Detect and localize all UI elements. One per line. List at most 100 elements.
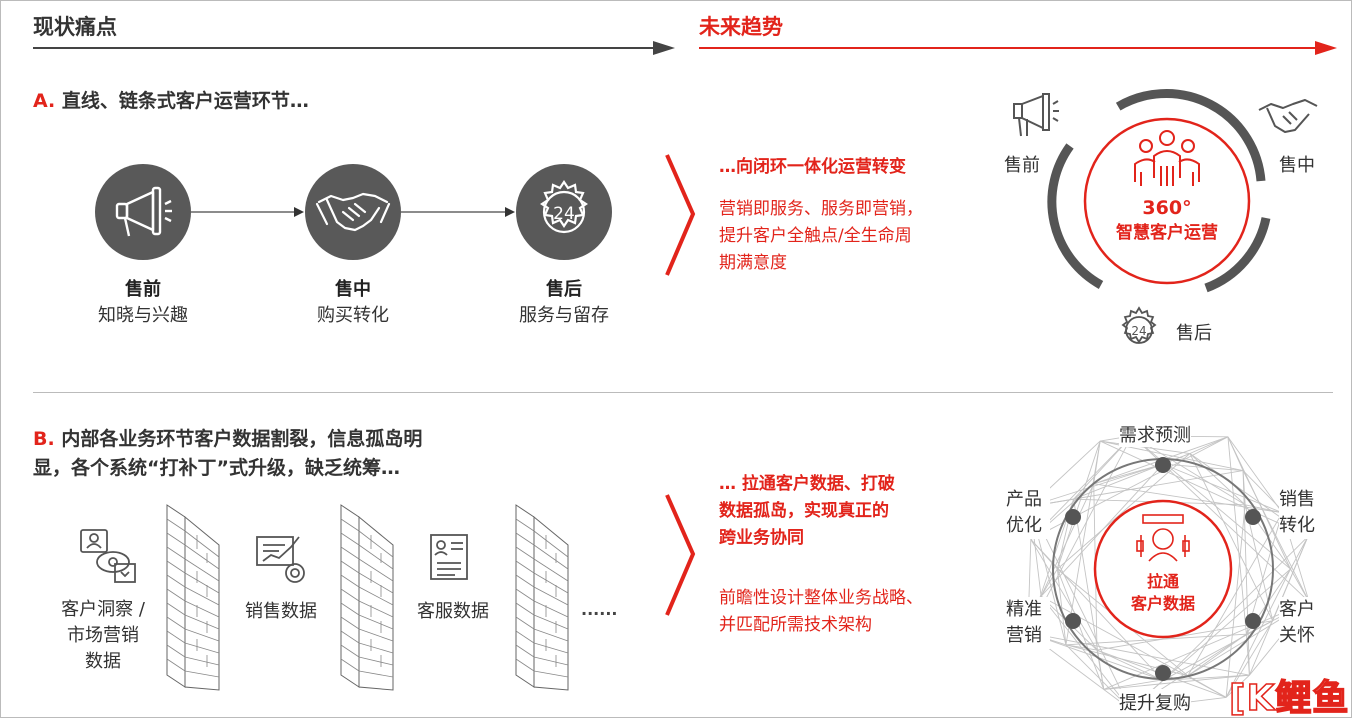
mesh-line [1056, 440, 1101, 570]
mesh-line [1249, 536, 1309, 676]
megaphone-icon [1013, 93, 1059, 137]
aftersale-circle: 24 [516, 164, 612, 260]
section-b-title-line: 显，各个系统“打补丁”式升级，缺乏统筹… [33, 457, 400, 479]
trend-a-title: …向闭环一体化运营转变 [719, 157, 906, 177]
mesh-line [1040, 568, 1058, 597]
silo-wall [340, 504, 394, 691]
mesh-line [1242, 470, 1310, 602]
handshake-icon [315, 192, 391, 232]
insale-desc: 购买转化 [317, 305, 389, 326]
service-document-icon [430, 534, 468, 580]
mesh-line [1227, 436, 1283, 513]
watermark-logo: [K鲤鱼 [1228, 677, 1350, 720]
section-a-title: A. 直线、链条式客户运营环节… [33, 87, 309, 116]
closed-loop-ring: 360° 智慧客户运营 24 [1013, 89, 1318, 344]
insale-circle [305, 164, 401, 260]
ring-360-label: 360° [1142, 197, 1191, 219]
stage-connectors [191, 207, 515, 217]
network-nodes [1065, 457, 1261, 681]
mesh-line [1187, 633, 1247, 677]
handshake-icon [1258, 99, 1318, 133]
mesh-line [1093, 483, 1283, 514]
silo-label-service: 客服数据 [417, 601, 489, 622]
section-b-title-line: B. 内部各业务环节客户数据割裂，信息孤岛明 [33, 425, 422, 454]
network-node [1065, 509, 1081, 525]
mesh-line [1225, 504, 1246, 698]
customer-insight-icon [80, 529, 136, 583]
insale-name: 售中 [335, 279, 371, 300]
ring-center-text: 智慧客户运营 [1116, 222, 1218, 243]
mesh-line [1189, 453, 1246, 506]
mesh-line [1290, 536, 1309, 570]
mesh-line [1187, 512, 1283, 676]
mesh-line [1162, 463, 1310, 602]
people-icon [1134, 130, 1200, 186]
trend-a-body-line: 营销即服务、服务即营销， [719, 199, 923, 219]
trend-b-title: … 拉通客户数据、打破 数据孤岛，实现真正的 跨业务协同 [719, 471, 895, 552]
node-label-sales: 销售转化 [1279, 487, 1323, 539]
trend-b-title-line: 数据孤岛，实现真正的 [719, 501, 889, 521]
ring-label-insale: 售中 [1279, 155, 1315, 176]
data-hub-icon [1136, 514, 1190, 562]
silo-label-insight: 客户洞察 / 市场营销 数据 [43, 597, 163, 675]
node-label-product: 产品优化 [1006, 487, 1050, 539]
mesh-line [1057, 453, 1191, 570]
center-ring [1083, 117, 1251, 285]
network-node [1155, 665, 1171, 681]
mesh-line [1029, 506, 1131, 710]
presale-desc: 知晓与兴趣 [98, 305, 188, 326]
network-node [1065, 613, 1081, 629]
24-hour-service-icon [1121, 306, 1157, 344]
section-divider [33, 392, 1333, 393]
header-arrows [33, 41, 1337, 55]
mesh-line [1242, 470, 1250, 676]
section-a-title-text: 直线、链条式客户运营环节… [61, 90, 309, 112]
future-trend-title: 未来趋势 [699, 15, 783, 39]
section-a-letter: A. [33, 90, 56, 112]
data-network: 拉通 客户数据 [1027, 435, 1310, 710]
silo-wall [515, 504, 569, 691]
ring-label-presale: 售前 [1004, 155, 1040, 176]
mesh-line [1096, 620, 1273, 651]
mesh-line [1056, 568, 1105, 690]
svg-text:24: 24 [553, 204, 575, 224]
megaphone-icon [115, 186, 172, 237]
section-b-letter: B. [33, 428, 55, 450]
node-label-precision: 精准营销 [1006, 597, 1050, 649]
ring-label-aftersale: 售后 [1176, 323, 1212, 344]
chevron-a-icon [665, 154, 696, 276]
presale-name: 售前 [125, 279, 161, 300]
aftersale-name: 售后 [546, 279, 582, 300]
trend-b-body-line: 并匹配所需技术架构 [719, 615, 872, 635]
trend-b-body-line: 前瞻性设计整体业务战略、 [719, 588, 923, 608]
mesh-line [1030, 539, 1098, 651]
silo-label-line: 市场营销 [67, 625, 139, 646]
mesh-line [1093, 440, 1101, 484]
mesh-line [1162, 536, 1309, 681]
sales-chart-icon [256, 536, 305, 583]
network-center-line: 客户数据 [1131, 594, 1195, 613]
24-hour-service-icon: 24 [540, 180, 588, 234]
trend-b-title-line: 跨业务协同 [719, 528, 804, 548]
section-b-title: B. 内部各业务环节客户数据割裂，信息孤岛明 显，各个系统“打补丁”式升级，缺乏… [33, 425, 422, 483]
chevron-b-icon [665, 494, 696, 616]
mesh-line [1131, 435, 1291, 570]
network-node [1245, 613, 1261, 629]
mesh-line [1099, 440, 1309, 537]
silo-ellipsis: ...... [581, 600, 618, 619]
section-b-title-text: 内部各业务环节客户数据割裂，信息孤岛明 [61, 428, 423, 450]
mesh-line [1245, 504, 1283, 514]
silo-label-line: 客户洞察 / [61, 599, 145, 620]
trend-b-body: 前瞻性设计整体业务战略、 并匹配所需技术架构 [719, 585, 923, 639]
mesh-line [1103, 674, 1250, 690]
pain-points-title: 现状痛点 [33, 15, 117, 39]
network-node [1155, 457, 1171, 473]
mesh-line [1189, 436, 1229, 454]
node-label-demand: 需求预测 [1119, 421, 1191, 447]
trend-a-body-line: 期满意度 [719, 253, 787, 273]
mesh-line [1131, 435, 1246, 506]
mesh-line [1030, 470, 1244, 507]
trend-a-body: 营销即服务、服务即营销， 提升客户全触点/全生命周 期满意度 [719, 196, 923, 277]
mesh-line [1065, 644, 1098, 651]
aftersale-desc: 服务与留存 [519, 305, 609, 326]
